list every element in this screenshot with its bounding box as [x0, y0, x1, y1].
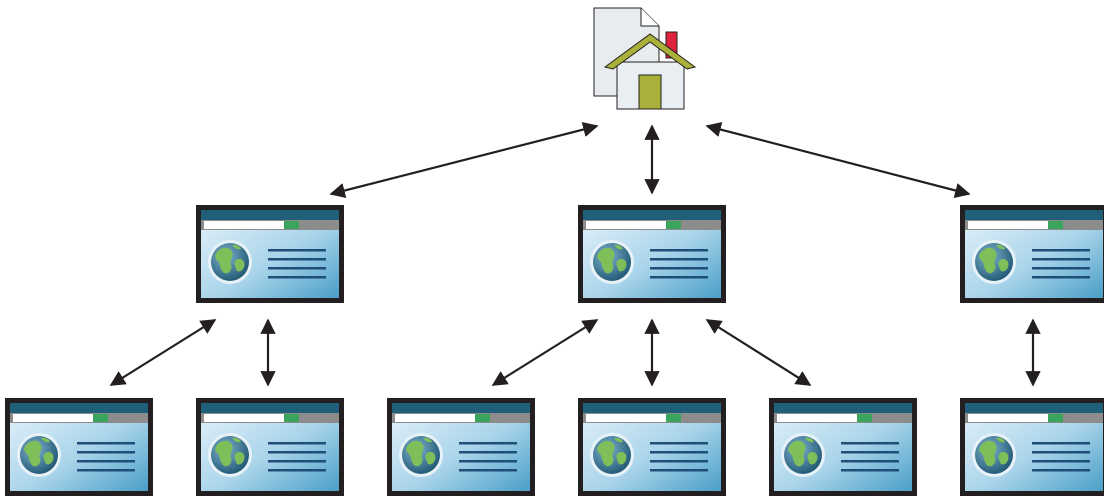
web-page-icon-level1-left	[196, 205, 344, 303]
web-page-icon-level2-1	[5, 398, 153, 496]
arrow-center-to-child-3	[491, 319, 599, 386]
web-page-icon-level2-6	[960, 398, 1104, 496]
web-page-icon-level2-4	[578, 398, 726, 496]
arrow-center-to-child-5	[705, 319, 812, 386]
web-page-icon-level1-right	[960, 205, 1104, 303]
web-page-icon-level1-center	[578, 205, 726, 303]
arrow-root-to-node-left	[329, 121, 599, 199]
connector-arrows	[109, 121, 1041, 387]
arrow-root-to-node-right	[705, 122, 971, 198]
arrow-left-to-child-1	[109, 319, 217, 386]
home-page-icon	[593, 7, 697, 110]
web-page-icon-level2-5	[769, 398, 917, 496]
web-page-icon-level2-3	[387, 398, 535, 496]
web-page-icon-level2-2	[196, 398, 344, 496]
